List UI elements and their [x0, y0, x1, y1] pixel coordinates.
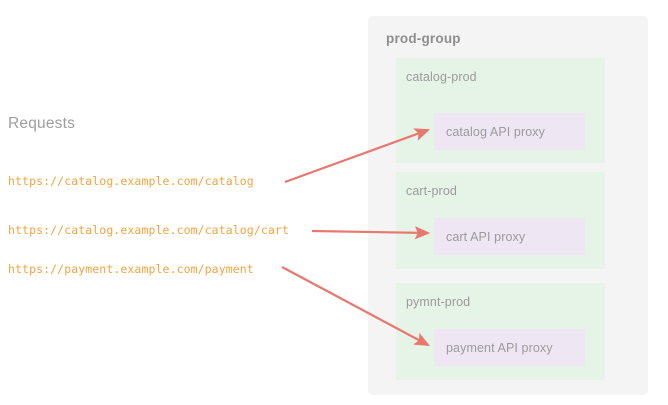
- request-url-payment: https://payment.example.com/payment: [8, 262, 254, 276]
- prod-group-label: prod-group: [386, 31, 461, 46]
- proxy-label-cart: cart API proxy: [446, 229, 526, 244]
- sub-group-label-catalog-prod: catalog-prod: [406, 70, 477, 84]
- requests-section-title: Requests: [8, 115, 76, 132]
- sub-group-catalog-prod: catalog-prod catalog API proxy: [396, 58, 605, 163]
- request-url-catalog: https://catalog.example.com/catalog: [8, 174, 254, 188]
- proxy-box-payment: payment API proxy: [434, 329, 585, 366]
- proxy-label-payment: payment API proxy: [446, 340, 553, 355]
- proxy-box-cart: cart API proxy: [434, 218, 585, 255]
- sub-group-pymnt-prod: pymnt-prod payment API proxy: [396, 283, 605, 380]
- proxy-label-catalog: catalog API proxy: [446, 124, 545, 139]
- sub-group-label-pymnt-prod: pymnt-prod: [406, 295, 471, 309]
- sub-group-cart-prod: cart-prod cart API proxy: [396, 172, 605, 269]
- proxy-box-catalog: catalog API proxy: [434, 113, 585, 150]
- prod-group-panel: prod-group catalog-prod catalog API prox…: [368, 16, 648, 395]
- sub-group-label-cart-prod: cart-prod: [406, 184, 457, 198]
- request-url-catalog-cart: https://catalog.example.com/catalog/cart: [8, 223, 289, 237]
